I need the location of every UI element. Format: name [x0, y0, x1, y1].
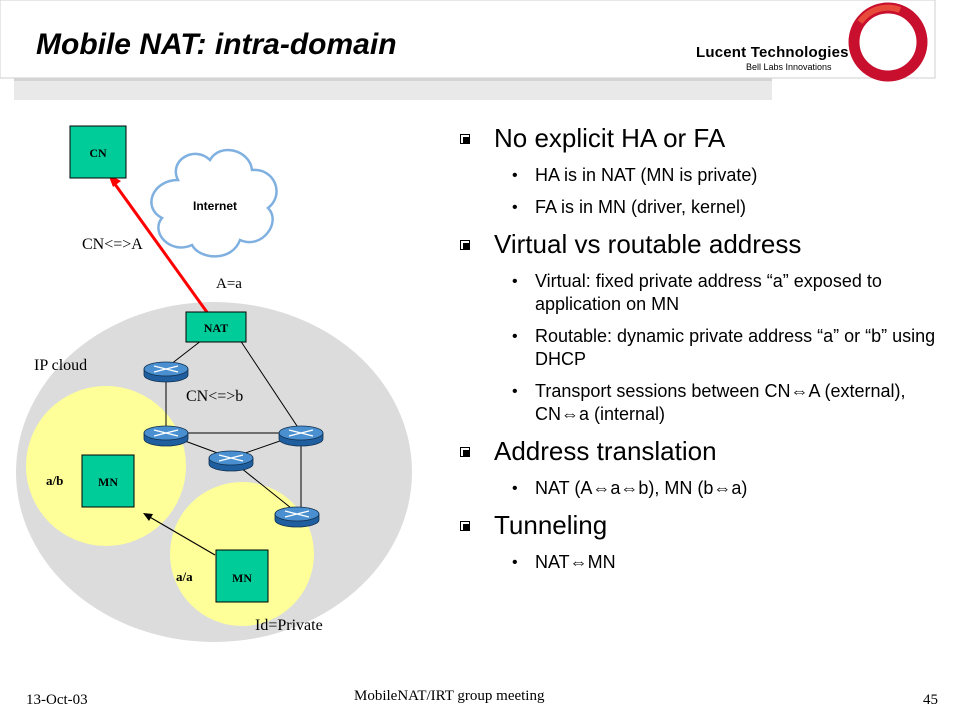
bullet-list: No explicit HA or FA • HA is in NAT (MN i…	[460, 120, 940, 574]
bullet-dot-icon: •	[512, 554, 518, 571]
logo-tagline: Bell Labs Innovations	[746, 62, 832, 72]
a-eq-a-label: A=a	[216, 276, 242, 292]
bullet-2-text: Virtual vs routable address	[494, 229, 802, 259]
bullet-1-sub-2-text: FA is in MN (driver, kernel)	[535, 197, 747, 217]
nat-label: NAT	[204, 321, 228, 335]
footer-page-number: 45	[923, 692, 938, 708]
bullet-4-sub-1-text: NAT⇔MN	[535, 552, 616, 572]
mn2-label: MN	[232, 571, 252, 585]
bullet-2-sub-1: • Virtual: fixed private address “a” expo…	[460, 270, 940, 316]
mn1-label: MN	[98, 475, 118, 489]
bullet-3-sub-1: • NAT (A⇔a⇔b), MN (b⇔a)	[460, 477, 940, 500]
bullet-4: Tunneling	[460, 510, 940, 540]
bullet-3-sub-1-text: NAT (A⇔a⇔b), MN (b⇔a)	[535, 478, 748, 498]
bullet-dot-icon: •	[512, 480, 518, 497]
bullet-dot-icon: •	[512, 383, 518, 400]
router-icon	[278, 425, 324, 447]
bullet-square-icon	[460, 447, 470, 457]
router-icon	[143, 361, 189, 383]
bullet-1-sub-1: • HA is in NAT (MN is private)	[460, 164, 940, 187]
mn1-box	[81, 454, 135, 508]
router-icon	[208, 450, 254, 472]
bullet-1-text: No explicit HA or FA	[494, 123, 726, 153]
bullet-2-sub-3-text: Transport sessions between CN⇔A (externa…	[535, 381, 906, 424]
mn-move-arrow	[143, 513, 216, 556]
cn-box	[69, 125, 127, 179]
nat-box	[185, 311, 247, 343]
cn-label: CN	[89, 146, 107, 160]
bullet-3-text: Address translation	[494, 436, 717, 466]
bullet-1: No explicit HA or FA	[460, 123, 940, 153]
bullet-2-sub-1-text: Virtual: fixed private address “a” expos…	[535, 271, 882, 314]
bullet-2: Virtual vs routable address	[460, 229, 940, 259]
mn2-addr-label: a/a	[176, 569, 193, 584]
bullet-2-sub-2: • Routable: dynamic private address “a” o…	[460, 325, 940, 371]
mn1-addr-label: a/b	[46, 473, 63, 488]
bullet-square-icon	[460, 521, 470, 531]
bullet-square-icon	[460, 134, 470, 144]
mn2-box	[215, 549, 269, 603]
slide-title: Mobile NAT: intra-domain	[36, 28, 397, 61]
bullet-dot-icon: •	[512, 273, 518, 290]
bullet-4-text: Tunneling	[494, 510, 608, 540]
router-icon	[274, 506, 320, 528]
bullet-3: Address translation	[460, 436, 940, 466]
bullet-2-sub-3: • Transport sessions between CN⇔A (extern…	[460, 380, 940, 426]
bullet-dot-icon: •	[512, 328, 518, 345]
internet-label: Internet	[193, 199, 237, 213]
logo-company: Lucent Technologies	[696, 44, 849, 61]
cn-b-label: CN<=>b	[186, 388, 243, 405]
footer-center: MobileNAT/IRT group meeting	[354, 688, 545, 704]
ip-cloud-label: IP cloud	[34, 357, 87, 374]
bullet-square-icon	[460, 240, 470, 250]
title-underline-shadow	[14, 78, 772, 81]
router-icon	[143, 425, 189, 447]
bullet-dot-icon: •	[512, 199, 518, 216]
link-nat-r4	[239, 339, 302, 433]
id-private-label: Id=Private	[255, 617, 323, 634]
routers	[143, 361, 324, 528]
bullet-4-sub-1: • NAT⇔MN	[460, 551, 940, 574]
internet-cloud-icon	[150, 148, 278, 258]
footer-date: 13-Oct-03	[26, 692, 88, 708]
cn-a-label: CN<=>A	[82, 236, 143, 253]
bullet-2-sub-2-text: Routable: dynamic private address “a” or…	[535, 326, 936, 369]
bullet-1-sub-2: • FA is in MN (driver, kernel)	[460, 196, 940, 219]
lucent-logo-icon	[848, 2, 928, 82]
title-underline-bar	[14, 80, 772, 100]
bullet-dot-icon: •	[512, 167, 518, 184]
bullet-1-sub-1-text: HA is in NAT (MN is private)	[535, 165, 758, 185]
